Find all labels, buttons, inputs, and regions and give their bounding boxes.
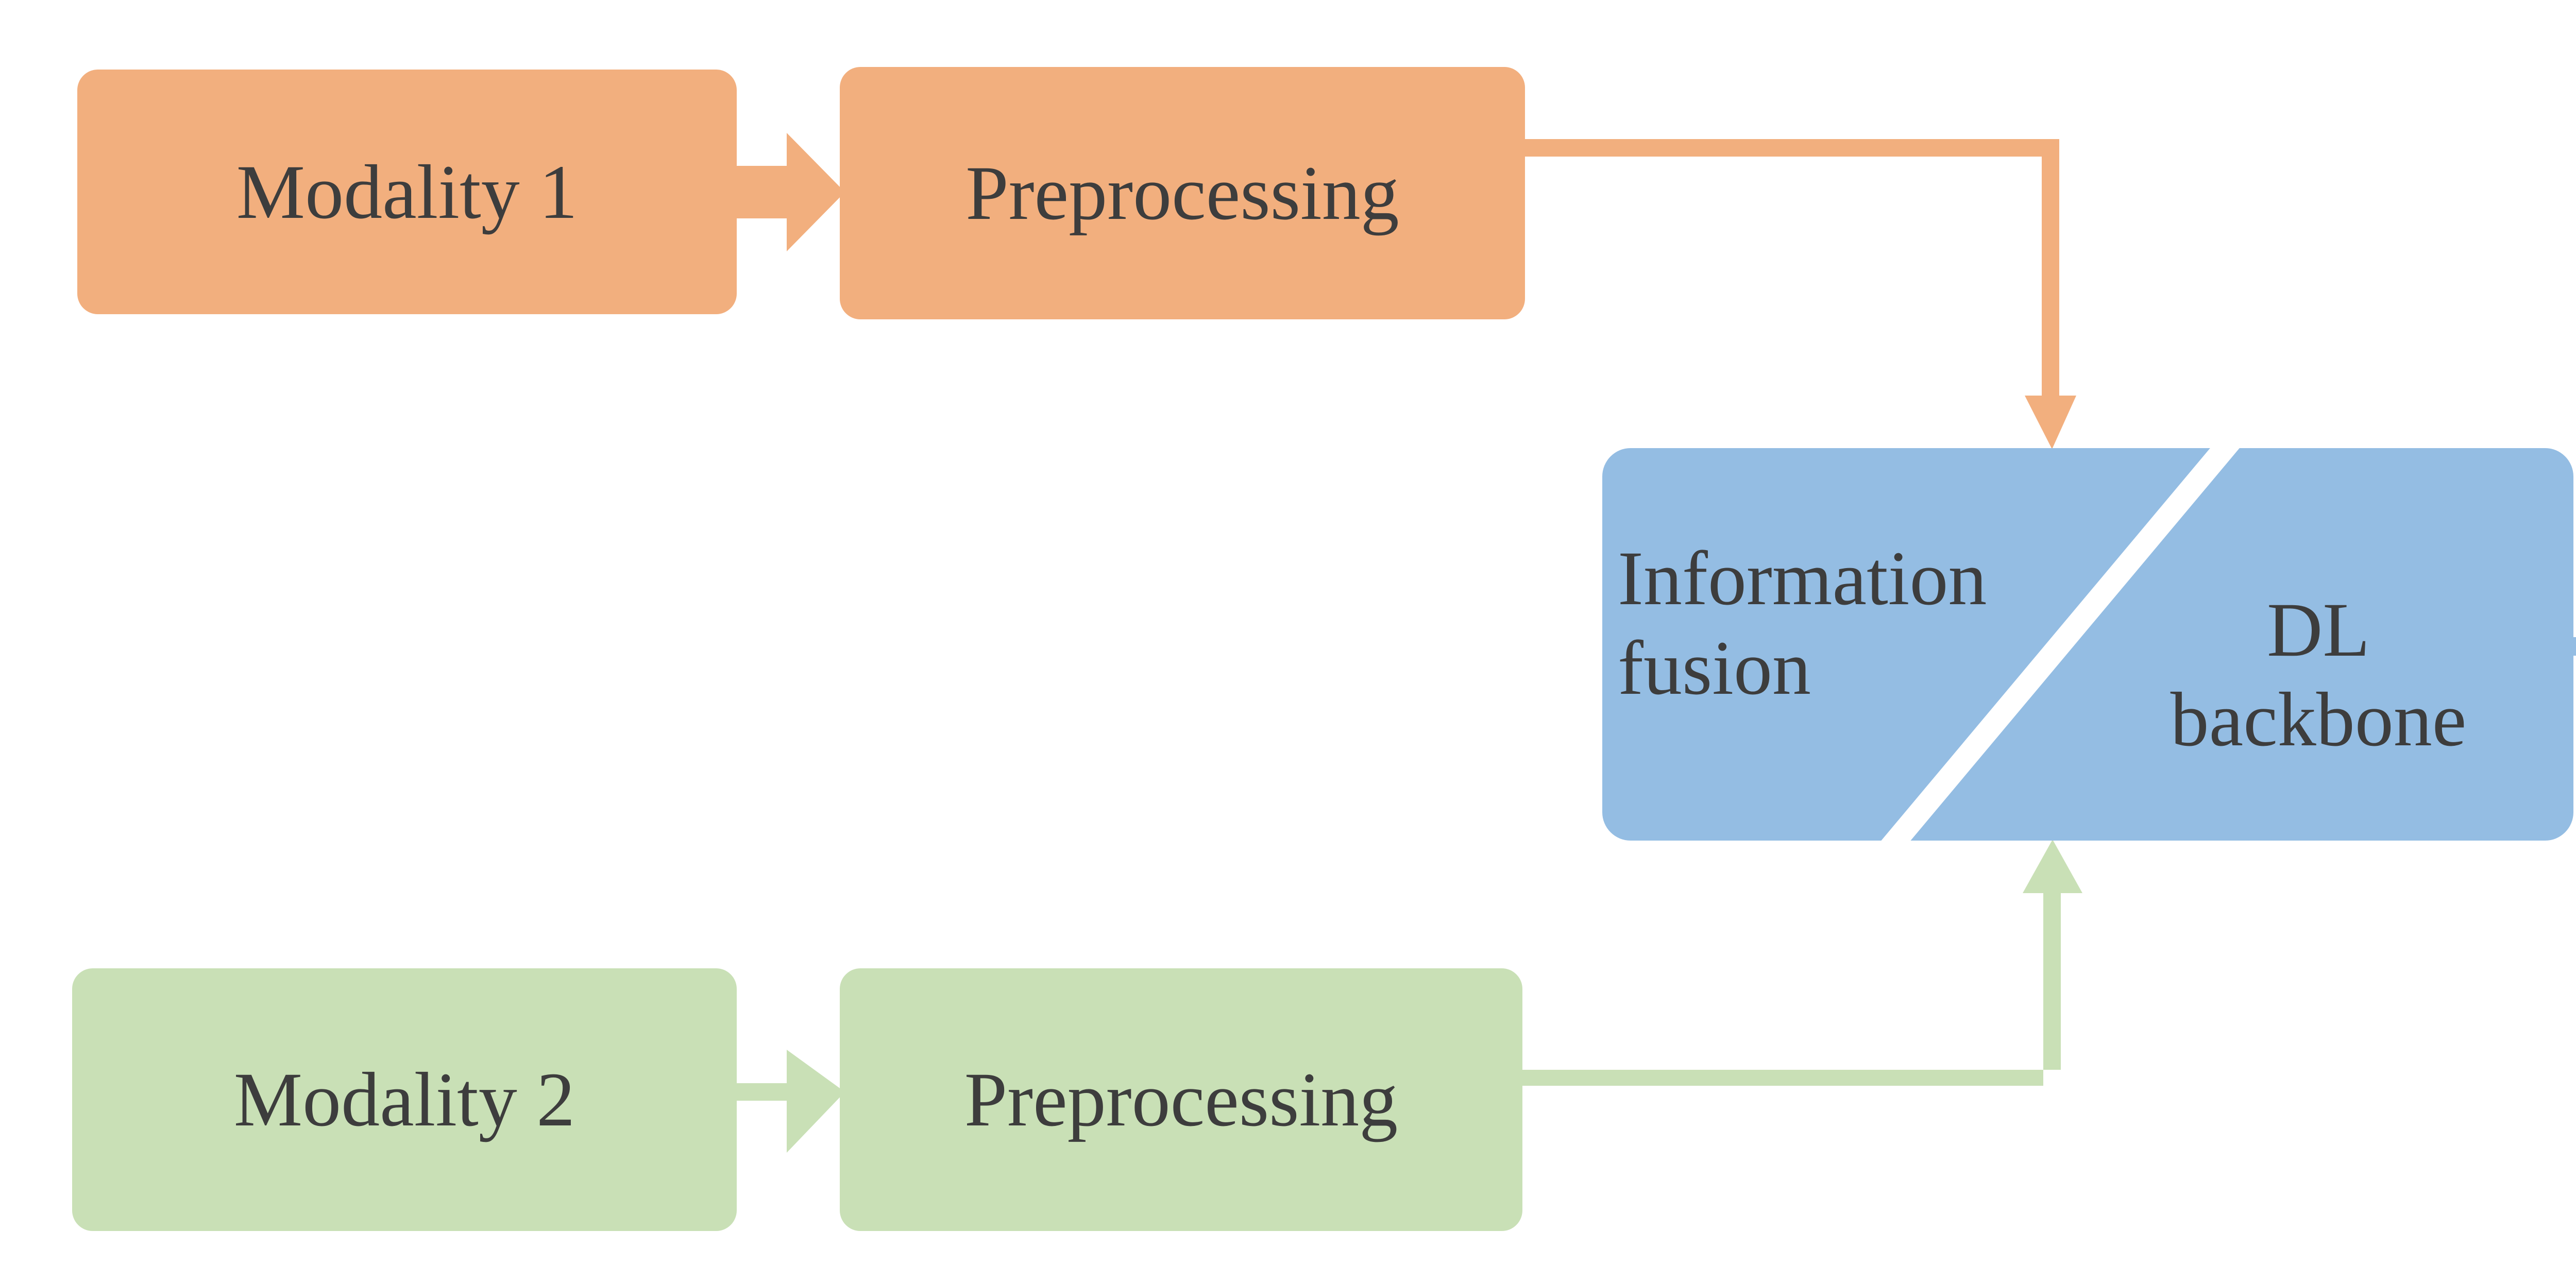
node-fusion-backbone[interactable] [1602, 448, 2573, 841]
edge-preprocessing2-to-fusion [1510, 840, 2082, 1086]
node-shape-fusion-backbone[interactable] [1602, 433, 2573, 855]
node-modality-2[interactable] [72, 968, 737, 1231]
edge-preprocessing-to-fusion [1510, 139, 2076, 449]
edge-backbone-to-classifier [2550, 637, 2576, 656]
edge-modality2-to-preprocessing [721, 1050, 845, 1153]
edge-modality1-to-preprocessing [721, 133, 845, 251]
node-shape-modality-1[interactable] [77, 70, 737, 314]
node-preprocessing-top[interactable] [840, 67, 1525, 319]
node-shape-preprocessing-bottom[interactable] [840, 968, 1522, 1231]
node-shape-preprocessing-top[interactable] [840, 67, 1525, 319]
fusion-backbone-divider-slash [1869, 448, 2252, 841]
node-shape-modality-2[interactable] [72, 968, 737, 1231]
node-modality-1[interactable] [77, 70, 737, 314]
node-preprocessing-bottom[interactable] [840, 968, 1522, 1231]
